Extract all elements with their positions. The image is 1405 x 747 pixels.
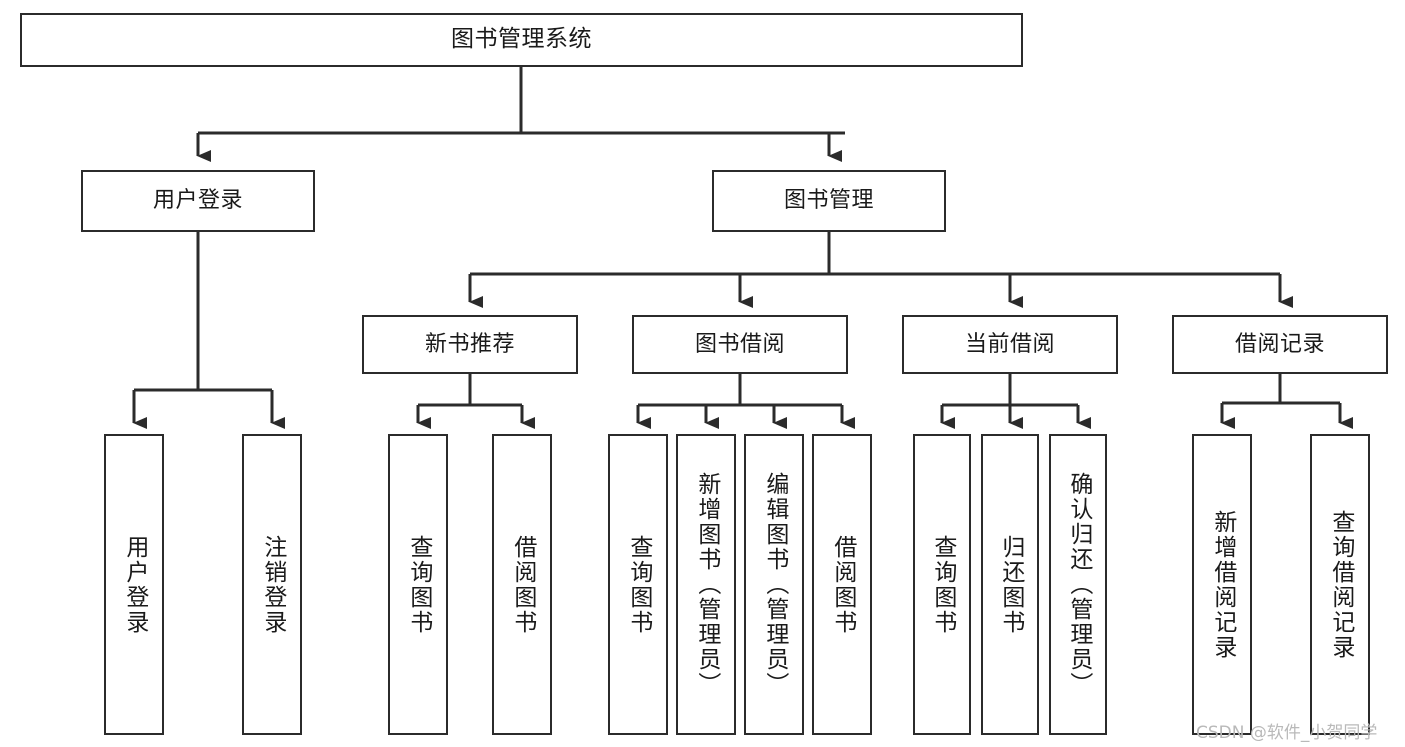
node-label: 新书推荐	[424, 331, 515, 357]
node-label: 当前借阅	[964, 331, 1055, 357]
leaf-current-query-book[interactable]: 查询图书	[913, 434, 971, 735]
leaf-borrow-edit-book-admin[interactable]: 编辑图书（管理员）	[744, 434, 804, 735]
node-book-borrow[interactable]: 图书借阅	[632, 315, 848, 374]
node-label: 新增借阅记录	[1209, 509, 1236, 660]
node-label: 确认归还（管理员）	[1065, 472, 1092, 697]
leaf-borrow-query-book[interactable]: 查询图书	[608, 434, 668, 735]
node-label: 图书管理系统	[451, 26, 592, 53]
node-label: 编辑图书（管理员）	[761, 472, 788, 697]
node-label: 用户登录	[152, 188, 243, 214]
node-label: 借阅图书	[829, 534, 856, 635]
node-label: 查询图书	[929, 534, 956, 635]
node-borrow-record[interactable]: 借阅记录	[1172, 315, 1388, 374]
node-label: 借阅记录	[1234, 331, 1325, 357]
leaf-user-login-logout[interactable]: 注销登录	[242, 434, 302, 735]
node-label: 图书管理	[783, 188, 874, 214]
node-user-login[interactable]: 用户登录	[81, 170, 315, 232]
node-label: 借阅图书	[509, 534, 536, 635]
csdn-watermark: CSDN @软件_小贺同学	[1196, 723, 1378, 743]
leaf-borrow-add-book-admin[interactable]: 新增图书（管理员）	[676, 434, 736, 735]
node-book-management[interactable]: 图书管理	[712, 170, 946, 232]
node-root-system[interactable]: 图书管理系统	[20, 13, 1023, 67]
node-label: 查询图书	[625, 534, 652, 635]
leaf-user-login-login[interactable]: 用户登录	[104, 434, 164, 735]
leaf-current-confirm-return-admin[interactable]: 确认归还（管理员）	[1049, 434, 1107, 735]
leaf-new-book-borrow[interactable]: 借阅图书	[492, 434, 552, 735]
leaf-borrow-borrow-book[interactable]: 借阅图书	[812, 434, 872, 735]
node-label: 归还图书	[997, 534, 1024, 635]
node-label: 新增图书（管理员）	[693, 472, 720, 697]
node-label: 图书借阅	[694, 331, 785, 357]
node-label: 查询图书	[405, 534, 432, 635]
leaf-record-query-record[interactable]: 查询借阅记录	[1310, 434, 1370, 735]
node-current-borrow[interactable]: 当前借阅	[902, 315, 1118, 374]
node-new-book-recommend[interactable]: 新书推荐	[362, 315, 578, 374]
leaf-current-return-book[interactable]: 归还图书	[981, 434, 1039, 735]
node-label: 查询借阅记录	[1327, 509, 1354, 660]
leaf-new-book-query[interactable]: 查询图书	[388, 434, 448, 735]
node-label: 用户登录	[121, 534, 148, 635]
leaf-record-add-record[interactable]: 新增借阅记录	[1192, 434, 1252, 735]
node-label: 注销登录	[259, 534, 286, 635]
